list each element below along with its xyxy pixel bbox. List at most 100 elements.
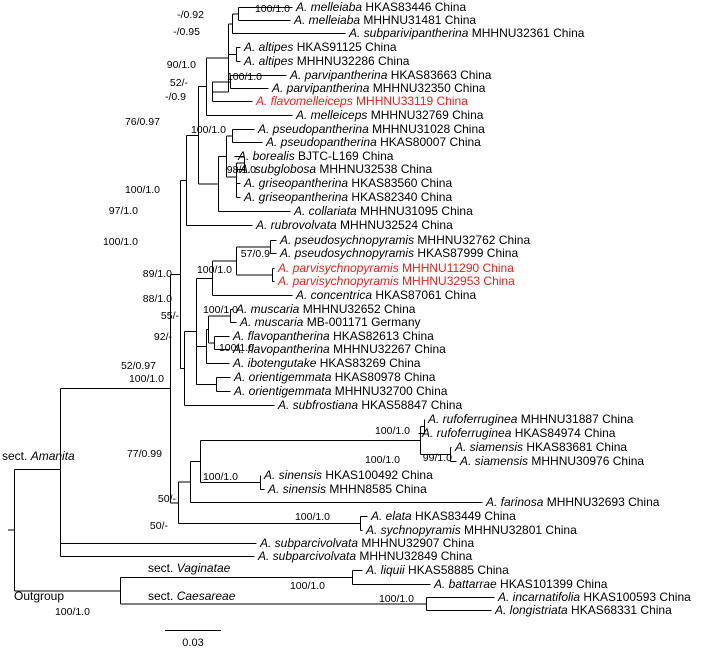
voucher-label: MHHNU32267 China	[330, 342, 446, 356]
tip-label: A. longistriata HKAS68331 China	[494, 603, 672, 617]
tip-label-highlighted: A. flavomelleiceps MHHNU33119 China	[255, 94, 468, 108]
voucher-label: HKAS83560 China	[348, 176, 452, 190]
taxon-name: A.	[295, 288, 311, 302]
voucher-label: HKAS84974 China	[511, 426, 615, 440]
tip-label: A. liquii HKAS58885 China	[365, 563, 509, 577]
taxon-epithet: sychnopyramis	[381, 523, 461, 537]
tip-label: A. orientigemmata HKAS80978 China	[233, 370, 436, 384]
tip-label: A. pseudopantherina MHHNU31028 China	[257, 122, 485, 136]
support-value: -/0.95	[173, 26, 200, 38]
tip-label: A. melleiaba MHHNU31481 China	[293, 13, 476, 27]
taxon-epithet: subglobosa	[255, 162, 317, 176]
taxon-name: A.	[485, 495, 501, 509]
tip-label: A. incarnatifolia HKAS100593 China	[497, 590, 691, 604]
tip-label: A. subfrostiana HKAS58847 China	[277, 398, 462, 412]
taxon-name: A.	[243, 190, 259, 204]
tip-label: A. subglobosa MHHNU32538 China	[239, 162, 432, 176]
tip-label: A. muscaria MHHNU32652 China	[235, 302, 416, 316]
tip-label: A. farinosa MHHNU32693 China	[485, 495, 660, 509]
taxon-name: A.	[293, 13, 309, 27]
tip-label: A. siamensis MHHNU30976 China	[459, 454, 644, 468]
taxon-name: A.	[494, 603, 510, 617]
section-label: sect. Amanita	[2, 449, 75, 463]
taxon-name: A.	[243, 40, 259, 54]
taxon-epithet: ibotengutake	[248, 356, 317, 370]
voucher-label: MHHNU32801 China	[461, 523, 577, 537]
taxon-epithet: siamensis	[475, 454, 528, 468]
taxon-epithet: muscaria	[255, 315, 304, 329]
support-value: 100/1.0	[203, 471, 238, 483]
support-value: 100/1.0	[191, 124, 226, 136]
voucher-label: MHHNU32538 China	[316, 162, 432, 176]
support-value: 100/1.0	[197, 264, 232, 276]
support-value: 98/1.0	[227, 164, 256, 176]
tip-label: A. altipes MHHNU32286 China	[243, 54, 410, 68]
taxon-name: A.	[259, 536, 275, 550]
tip-label: A. parvipantherina HKAS83663 China	[289, 68, 492, 82]
taxon-epithet: subparcivolvata	[273, 549, 357, 563]
tip-label: A. subparcivolvata MHHNU32907 China	[259, 536, 474, 550]
taxon-name: A.	[267, 482, 283, 496]
section-label: sect. Caesareae	[148, 589, 236, 603]
outgroup-label: Outgroup	[14, 589, 64, 603]
taxon-epithet: melleiceps	[311, 108, 368, 122]
taxon-epithet: altipes	[259, 40, 294, 54]
voucher-label: HKAS101399 China	[497, 577, 608, 591]
taxon-name: A.	[277, 261, 293, 275]
tip-label: A. rufoferruginea MHHNU31887 China	[427, 412, 634, 426]
voucher-label: MHHN8585 China	[326, 482, 427, 496]
taxon-name: A.	[295, 108, 311, 122]
tip-label: A. pseudosychnopyramis MHHNU32762 China	[279, 233, 530, 247]
support-value: 100/1.0	[125, 184, 160, 196]
taxon-epithet: pseudosychnopyramis	[294, 233, 414, 247]
tip-label: A. rufoferruginea HKAS84974 China	[421, 426, 616, 440]
taxon-epithet: orientigemmata	[249, 384, 332, 398]
tip-label: A. muscaria MB-001171 Germany	[239, 315, 421, 329]
tip-label: A. sinensis MHHN8585 China	[267, 482, 427, 496]
taxon-name: A.	[277, 398, 293, 412]
voucher-label: HKAS100593 China	[580, 590, 691, 604]
support-value: 77/0.99	[127, 448, 162, 460]
tip-label: A. elata HKAS83449 China	[370, 509, 516, 523]
support-value: 100/1.0	[129, 373, 164, 385]
voucher-label: MHHNU30976 China	[528, 454, 644, 468]
taxon-epithet: borealis	[253, 149, 295, 163]
taxon-epithet: siamensis	[470, 440, 523, 454]
taxon-epithet: subparivipantherina	[364, 26, 469, 40]
taxon-name: A.	[277, 274, 293, 288]
support-value: 100/1.0	[379, 593, 414, 605]
voucher-label: HKAS87999 China	[414, 246, 518, 260]
voucher-label: HKAS80007 China	[377, 135, 481, 149]
taxon-epithet: pseudosychnopyramis	[294, 246, 414, 260]
support-value: 52/0.97	[121, 360, 156, 372]
support-value: 76/0.97	[125, 116, 160, 128]
taxon-name: A.	[365, 523, 381, 537]
support-value: 89/1.0	[143, 268, 172, 280]
support-value: -/0.9	[165, 91, 186, 103]
tip-label: A. siamensis HKAS83681 China	[454, 440, 627, 454]
support-value: 90/1.0	[167, 59, 196, 71]
taxon-epithet: parvipantherina	[304, 68, 388, 82]
taxon-epithet: orientigemmata	[249, 370, 332, 384]
taxon-name: A.	[365, 563, 381, 577]
support-value: 100/1.0	[55, 606, 90, 618]
section-name: Amanita	[30, 449, 75, 463]
taxon-epithet: flavopantherina	[248, 342, 330, 356]
voucher-label: MHHNU31028 China	[369, 122, 485, 136]
voucher-label: HKAS87061 China	[372, 288, 476, 302]
taxon-name: A.	[232, 329, 248, 343]
voucher-label: MHHNU31481 China	[360, 13, 476, 27]
voucher-label: HKAS83446 China	[362, 0, 466, 14]
voucher-label: BJTC-L169 China	[295, 149, 394, 163]
support-value: 100/1.0	[103, 236, 138, 248]
taxon-name: A.	[289, 68, 305, 82]
tip-label: A. altipes HKAS91125 China	[243, 40, 397, 54]
support-value: 88/1.0	[143, 293, 172, 305]
voucher-label: MHHNU32524 China	[337, 218, 453, 232]
voucher-label: MHHNU11290 China	[399, 261, 514, 275]
section-prefix: sect.	[148, 589, 177, 603]
support-value: 97/1.0	[109, 205, 138, 217]
support-value: 100/1.0	[365, 454, 400, 466]
